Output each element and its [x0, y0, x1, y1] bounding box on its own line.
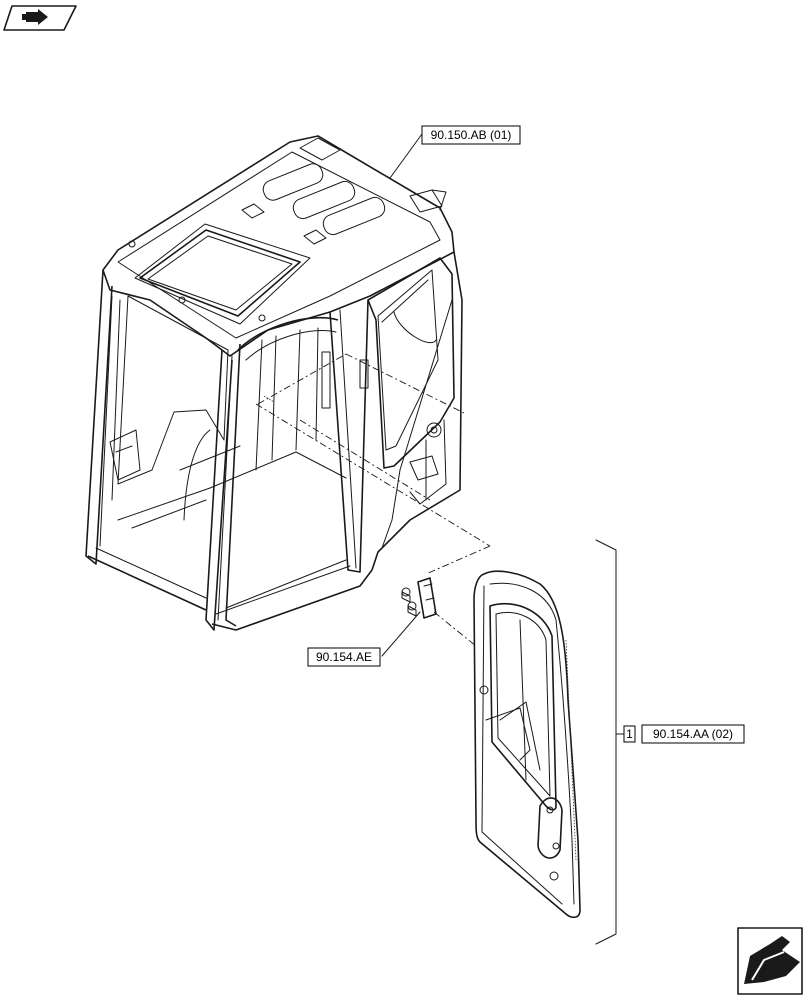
assembly-lines	[255, 353, 491, 647]
callout-hinge[interactable]: 90.154.AE	[307, 647, 381, 667]
svg-text:1: 1	[626, 727, 633, 741]
door-panel	[473, 570, 581, 919]
leader-lines	[381, 133, 625, 945]
svg-text:90.154.AA (02): 90.154.AA (02)	[653, 727, 733, 741]
callout-door-item-number[interactable]: 1	[623, 725, 636, 743]
callout-roof[interactable]: 90.150.AB (01)	[421, 125, 521, 145]
svg-text:90.154.AE: 90.154.AE	[316, 650, 372, 664]
back-arrow-icon[interactable]	[3, 5, 77, 31]
cab-frame	[85, 135, 463, 631]
next-page-arrow-icon[interactable]	[737, 927, 803, 995]
hinge-part	[401, 577, 437, 619]
svg-text:90.150.AB (01): 90.150.AB (01)	[431, 128, 512, 142]
callout-door[interactable]: 90.154.AA (02)	[641, 724, 745, 744]
